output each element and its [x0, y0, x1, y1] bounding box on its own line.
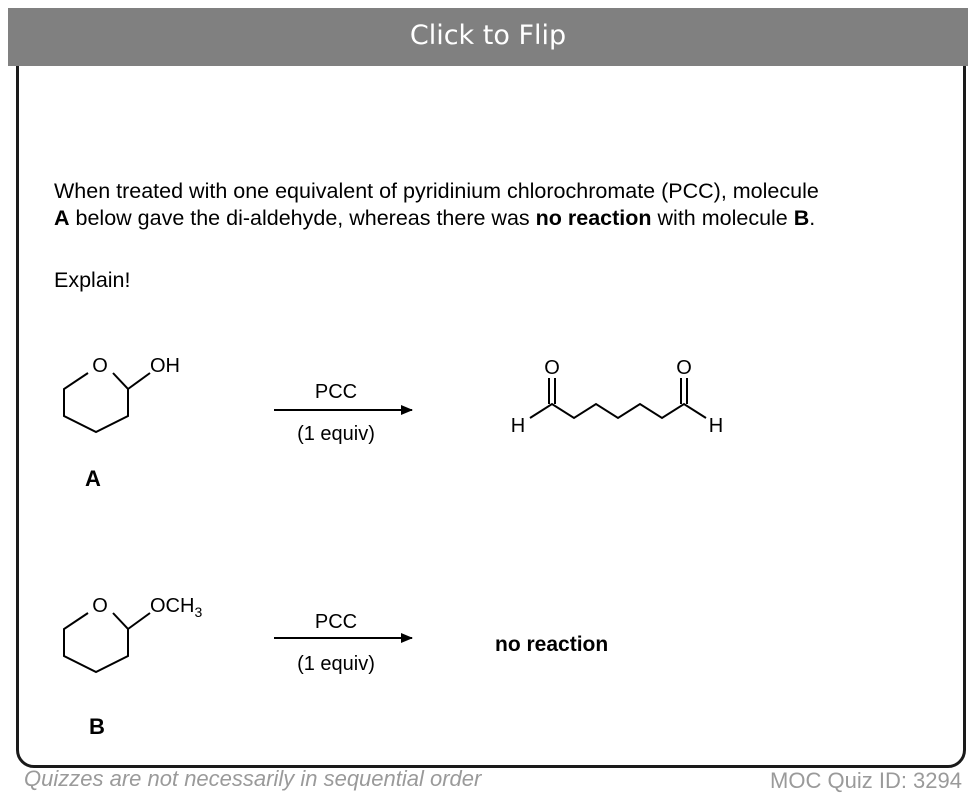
- question-line-1: When treated with one equivalent of pyri…: [54, 179, 819, 203]
- reaction-a-conditions: (1 equiv): [297, 423, 375, 445]
- molecule-b-och3-bond: [127, 612, 151, 630]
- no-reaction-inline: no reaction: [535, 206, 652, 230]
- molecule-a-oh-bond: [127, 372, 151, 390]
- molecule-a-label: A: [85, 466, 101, 491]
- product-chain: [529, 402, 707, 420]
- molecule-b-substituent-subscript: 3: [194, 604, 202, 620]
- product-left-oxygen: O: [544, 357, 560, 379]
- reaction-b-result: no reaction: [495, 633, 608, 656]
- label-b-inline: B: [793, 206, 810, 230]
- molecule-b-ring-oxygen: O: [92, 595, 108, 617]
- quiz-id: MOC Quiz ID: 3294: [770, 768, 962, 793]
- question-end: with molecule: [651, 206, 794, 230]
- click-to-flip-button[interactable]: Click to Flip: [8, 8, 968, 66]
- molecule-b-label: B: [89, 714, 105, 739]
- explain-prompt: Explain!: [54, 268, 131, 292]
- label-a-inline: A: [54, 206, 70, 230]
- question-mid: below gave the di-aldehyde, whereas ther…: [69, 206, 536, 230]
- question-line-2: A below gave the di-aldehyde, whereas th…: [54, 205, 819, 232]
- product-left-hydrogen: H: [511, 415, 525, 437]
- product-dialdehyde: [529, 378, 707, 420]
- question-text: When treated with one equivalent of pyri…: [54, 178, 819, 232]
- reaction-b-conditions: (1 equiv): [297, 653, 375, 675]
- molecule-b-ring: [63, 612, 129, 674]
- molecule-b-substituent-main: OCH: [150, 595, 194, 617]
- flashcard[interactable]: [16, 14, 966, 768]
- question-period: .: [809, 206, 816, 230]
- molecule-b: [63, 612, 151, 674]
- reaction-a-reagent: PCC: [315, 381, 357, 403]
- molecule-a-ring: [63, 372, 129, 434]
- molecule-a-substituent: OH: [150, 355, 180, 377]
- sequence-note: Quizzes are not necessarily in sequentia…: [24, 766, 482, 791]
- molecule-b-substituent: OCH3: [150, 595, 202, 620]
- reaction-b-reagent: PCC: [315, 611, 357, 633]
- product-right-hydrogen: H: [709, 415, 723, 437]
- molecule-a: [63, 372, 151, 434]
- product-right-oxygen: O: [676, 357, 692, 379]
- molecule-a-ring-oxygen: O: [92, 355, 108, 377]
